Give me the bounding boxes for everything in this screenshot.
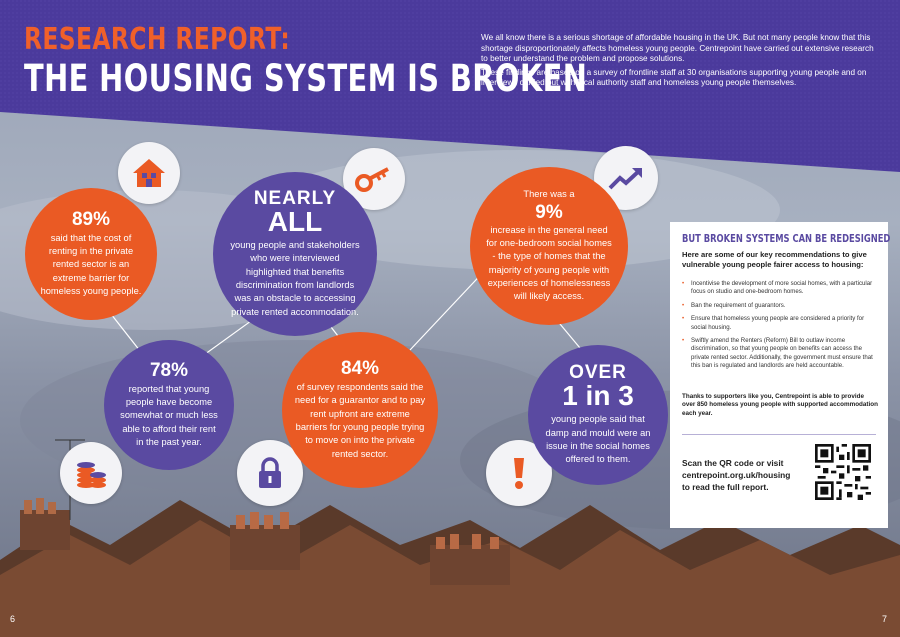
exclamation-icon [514,458,524,489]
panel-heading: BUT BROKEN SYSTEMS CAN BE REDESIGNED [682,234,891,245]
stat-figure: 89% [71,208,111,230]
recommendations-panel: BUT BROKEN SYSTEMS CAN BE REDESIGNED Her… [670,222,891,528]
stat-description: increase in the general need for one-bed… [486,224,612,302]
list-item: Ensure that homeless young people are co… [682,315,880,332]
house-icon-badge [118,142,180,204]
stat-description: young people and stakeholders who were i… [230,240,360,317]
thanks-text: Thanks to supporters like you, Centrepoi… [682,393,878,417]
key-icon [355,167,389,192]
page-number-left: 6 [10,614,16,624]
stat-one-in-three: OVER 1 in 3 young people said that damp … [528,345,668,485]
intro-text: We all know there is a serious shortage … [481,33,881,89]
recommendations-list: Incentivise the development of more soci… [682,280,880,376]
list-item: Swiftly amend the Renters (Reform) Bill … [682,337,880,371]
panel-subheading: Here are some of our key recommendations… [682,250,867,269]
stat-lead: OVER [569,362,627,384]
stat-figure: 78% [149,359,189,381]
stat-description: said that the cost of renting in the pri… [40,232,142,296]
list-item: Ban the requirement of guarantors. [682,302,880,311]
stat-lead: There was a [523,189,575,200]
coins-icon-badge [60,442,122,504]
report-label: RESEARCH REPORT: [24,22,291,57]
padlock-icon [259,457,281,488]
stat-78-percent: 78% reported that young people have beco… [104,340,234,470]
stat-lead: NEARLY [253,188,337,210]
intro-paragraph-1: We all know there is a serious shortage … [481,33,874,64]
stat-nearly-all: NEARLY ALL young people and stakeholders… [213,172,377,336]
stat-figure: ALL [267,206,323,238]
stat-figure: 9% [535,201,563,223]
house-icon [133,159,165,187]
stat-figure: 84% [340,358,380,380]
stat-figure: 1 in 3 [562,380,634,412]
scan-instructions: Scan the QR code or visit centrepoint.or… [682,458,791,492]
stat-89-percent: 89% said that the cost of renting in the… [25,188,157,320]
stat-description: of survey respondents said the need for … [294,382,426,459]
page-number-right: 7 [882,614,888,624]
stat-9-percent: There was a 9% increase in the general n… [470,167,628,325]
header-banner [0,0,900,172]
qr-code[interactable] [815,444,871,500]
trend-up-icon [608,168,642,190]
divider [682,434,876,435]
padlock-icon-badge [237,440,303,506]
stat-84-percent: 84% of survey respondents said the need … [282,332,438,488]
coins-icon [77,462,106,488]
stat-description: reported that young people have become s… [120,383,218,447]
page-title: THE HOUSING SYSTEM IS BROKEN [24,57,588,100]
stat-description: young people said that damp and mould we… [545,414,651,465]
list-item: Incentivise the development of more soci… [682,280,880,297]
intro-paragraph-2: These findings are based on a survey of … [481,67,867,88]
